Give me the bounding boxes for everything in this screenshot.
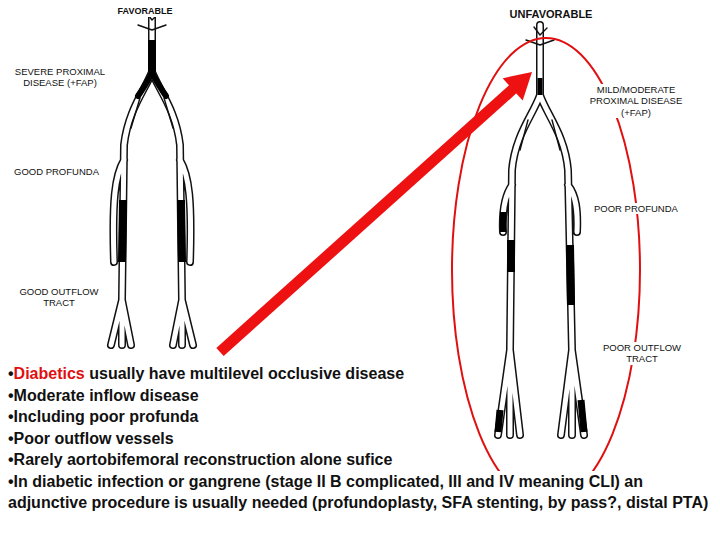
annotation-label: POOR PROFUNDA bbox=[594, 203, 678, 214]
annotation-label: SEVERE PROXIMAL DISEASE (+FAP) bbox=[10, 66, 110, 89]
unfavorable-tree bbox=[498, 25, 584, 435]
bullet-text: •Moderate inflow disease bbox=[8, 385, 199, 407]
panel-heading: UNFAVORABLE bbox=[496, 8, 606, 21]
annotation-label: GOOD OUTFLOW TRACT bbox=[16, 286, 102, 309]
highlight-word: Diabetics bbox=[14, 363, 85, 385]
pointer-arrow bbox=[220, 72, 532, 352]
panel-heading: FAVORABLE bbox=[105, 6, 185, 17]
favorable-tree bbox=[111, 10, 193, 345]
bullet-text: •In diabetic infection or gangrene (stag… bbox=[8, 471, 714, 514]
bullet-text: •Including poor profunda bbox=[8, 406, 198, 428]
bullet-text: usually have multilevel occlusive diseas… bbox=[89, 363, 404, 385]
bullet-text: •Rarely aortobifemoral reconstruction al… bbox=[8, 449, 392, 471]
bullet-text: •Poor outflow vessels bbox=[8, 428, 174, 450]
annotation-label: POOR OUTFLOW TRACT bbox=[590, 342, 694, 365]
annotation-label: MILD/MODERATE PROXIMAL DISEASE (+FAP) bbox=[585, 84, 687, 118]
annotation-label: GOOD PROFUNDA bbox=[14, 166, 99, 177]
